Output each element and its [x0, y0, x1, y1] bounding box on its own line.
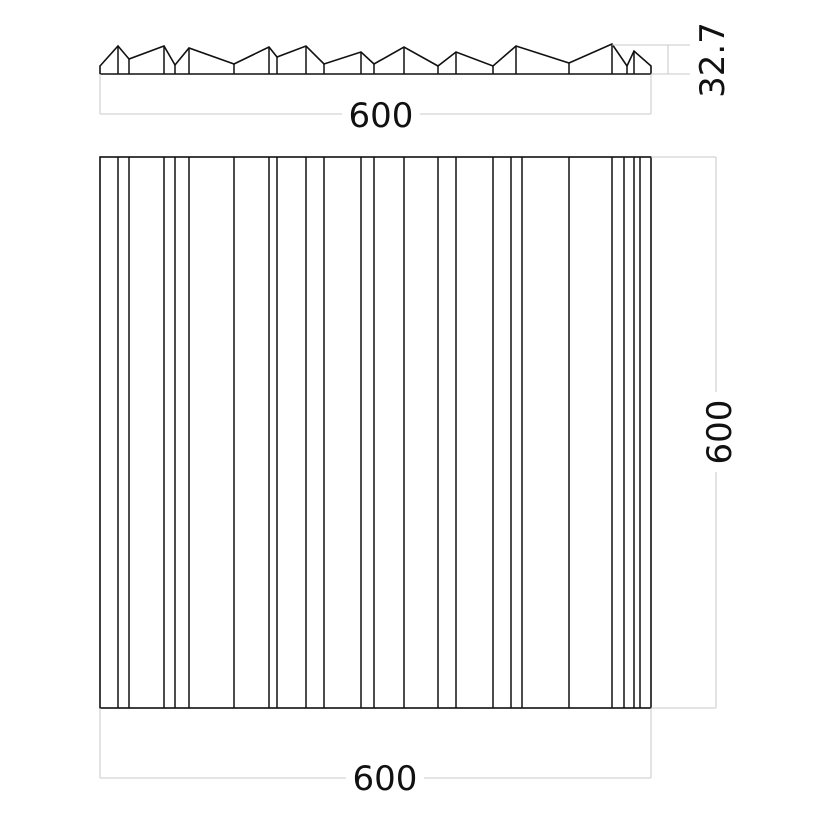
profile-depth-dimension: 32.7 [612, 22, 733, 98]
panel-profile-view: 32.7 600 [99, 22, 733, 136]
profile-ridge-lines [117, 44, 635, 74]
profile-width-label: 600 [349, 96, 414, 136]
front-height-label: 600 [700, 400, 740, 465]
panel-front-view: 600 600 [99, 156, 740, 799]
front-width-label: 600 [353, 759, 418, 799]
front-width-dimension: 600 [99, 708, 652, 799]
front-view-groove-lines [117, 157, 641, 708]
front-view-outline [99, 156, 652, 709]
profile-width-dimension: 600 [99, 74, 652, 136]
front-height-dimension: 600 [651, 156, 740, 709]
profile-outline [99, 42, 652, 75]
profile-depth-label: 32.7 [693, 22, 733, 98]
